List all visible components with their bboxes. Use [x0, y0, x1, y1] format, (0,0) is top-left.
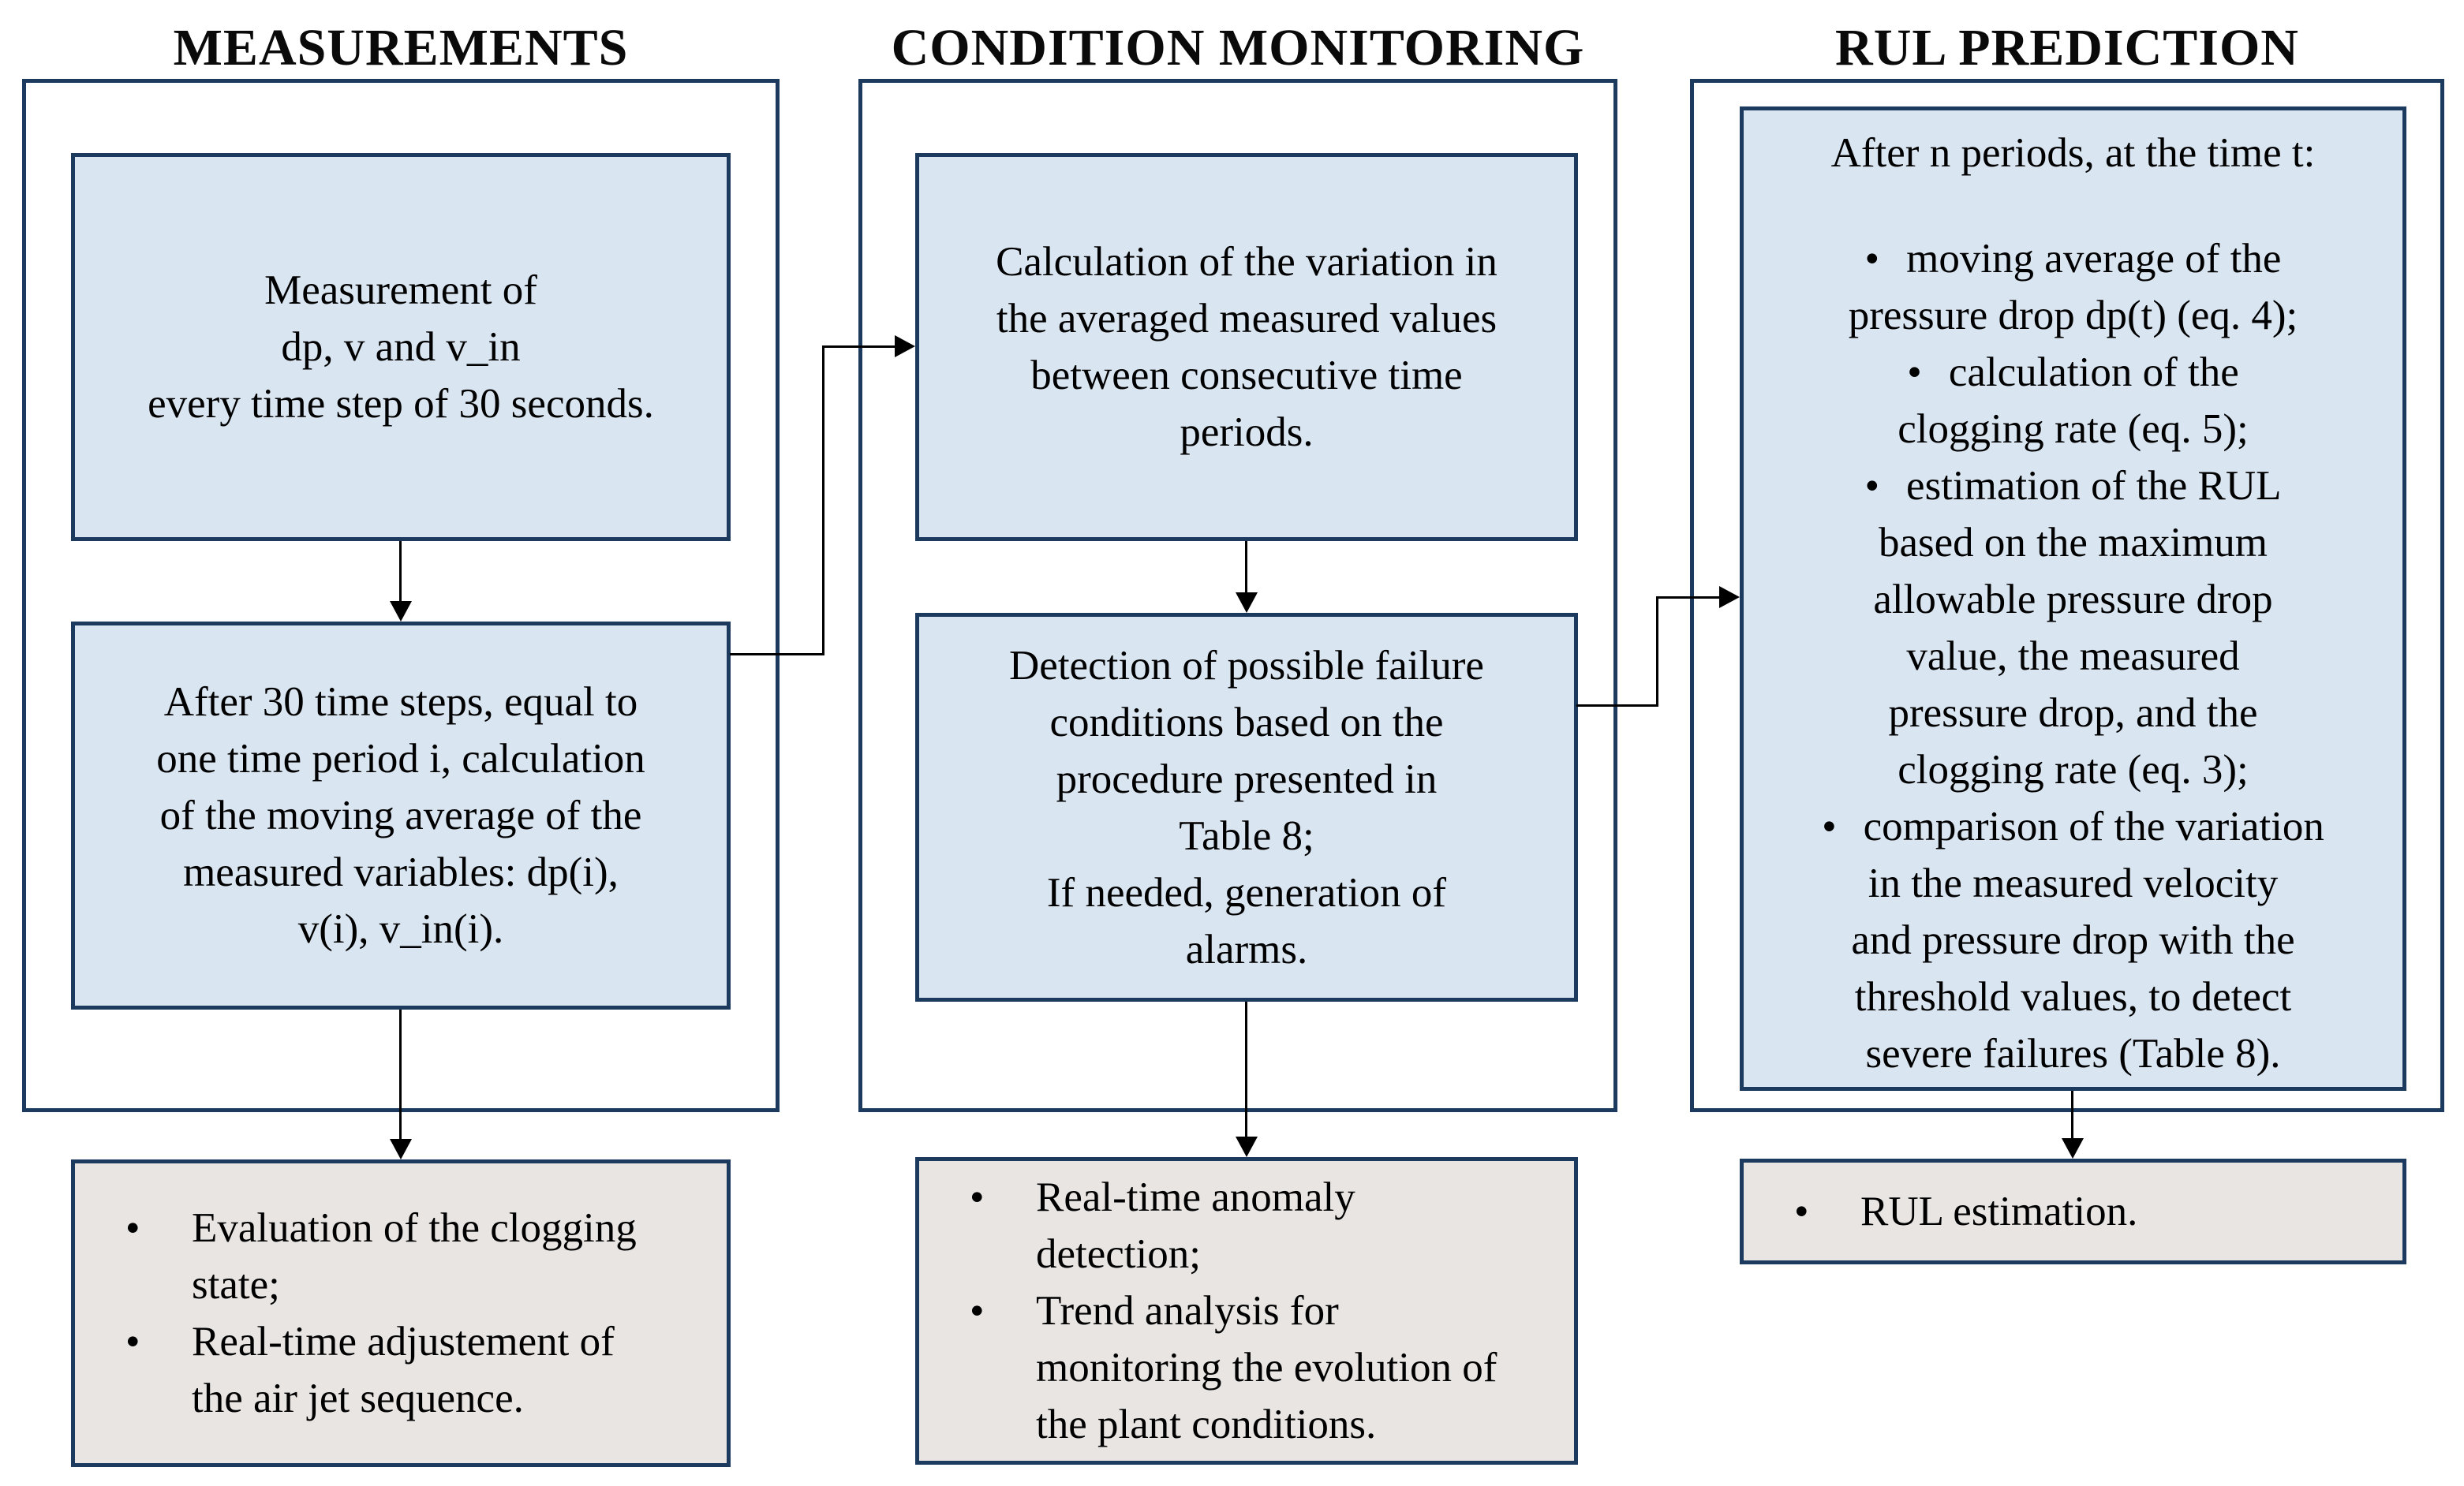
list-item: •estimation of the RUL based on the maxi… [1752, 457, 2395, 798]
arrow-down-icon [2061, 1091, 2084, 1159]
monitoring-step2-text: Detection of possible failure conditions… [1009, 642, 1484, 973]
list-item-text: moving average of the pressure drop dp(t… [1848, 236, 2298, 338]
list-item-text: Real-time adjustement of the air jet seq… [192, 1319, 615, 1421]
monitoring-step1-box: Calculation of the variation in the aver… [915, 153, 1578, 541]
measurements-step2-box: After 30 time steps, equal to one time p… [71, 622, 731, 1010]
arrow-down-icon [389, 541, 413, 622]
bullet-icon: • [1864, 463, 1880, 509]
list-item: • Trend analysis for monitoring the evol… [960, 1283, 1550, 1453]
list-item: • RUL estimation. [1785, 1183, 2379, 1240]
rul-output-box: • RUL estimation. [1740, 1159, 2406, 1264]
rul-prediction-outer-box [1690, 79, 2444, 1112]
list-item: • Real-time adjustement of the air jet s… [116, 1313, 703, 1427]
arrow-down-icon [1235, 1002, 1258, 1157]
list-item-text: Real-time anomaly detection; [1036, 1174, 1355, 1277]
list-item: • Evaluation of the clogging state; [116, 1200, 703, 1313]
column-title-rul-prediction: RUL PREDICTION [1835, 19, 2299, 77]
bullet-icon: • [1794, 1189, 1809, 1234]
measurements-step1-text: Measurement of dp, v and v_in every time… [148, 267, 654, 427]
column-title-measurements: MEASUREMENTS [173, 19, 629, 77]
measurements-step1-box: Measurement of dp, v and v_in every time… [71, 153, 731, 541]
list-item: •moving average of the pressure drop dp(… [1752, 230, 2395, 344]
arrow-down-icon [1235, 541, 1258, 613]
bullet-icon: • [1907, 349, 1922, 395]
list-item: •calculation of the clogging rate (eq. 5… [1752, 344, 2395, 457]
arrow-down-icon [389, 1010, 413, 1159]
list-item-text: calculation of the clogging rate (eq. 5)… [1898, 349, 2249, 452]
bullet-icon: • [1864, 236, 1880, 282]
bullet-icon: • [1822, 804, 1837, 849]
condition-monitoring-outer-box [858, 79, 1617, 1112]
measurements-step2-text: After 30 time steps, equal to one time p… [156, 679, 645, 952]
list-item-text: estimation of the RUL based on the maxim… [1873, 463, 2282, 793]
list-item: • comparison of the variation in the meas… [1752, 798, 2395, 1082]
bullet-icon: • [970, 1174, 985, 1220]
rul-step1-intro: After n periods, at the time t: [1830, 130, 2316, 176]
measurements-output-box: • Evaluation of the clogging state; • Re… [71, 1159, 731, 1467]
bullet-icon: • [125, 1319, 140, 1365]
list-item-text: Evaluation of the clogging state; [192, 1205, 637, 1308]
monitoring-output-box: • Real-time anomaly detection; • Trend a… [915, 1157, 1578, 1465]
list-item-text: comparison of the variation in the measu… [1851, 804, 2324, 1077]
list-item-text: Trend analysis for monitoring the evolut… [1036, 1288, 1497, 1447]
monitoring-step1-text: Calculation of the variation in the aver… [996, 239, 1497, 455]
list-item: • Real-time anomaly detection; [960, 1169, 1550, 1283]
bullet-icon: • [970, 1288, 985, 1334]
rul-step1-box: After n periods, at the time t: •moving … [1740, 106, 2406, 1091]
bullet-icon: • [125, 1205, 140, 1251]
column-title-condition-monitoring: CONDITION MONITORING [891, 19, 1585, 77]
monitoring-step2-box: Detection of possible failure conditions… [915, 613, 1578, 1002]
list-item-text: RUL estimation. [1860, 1189, 2138, 1234]
